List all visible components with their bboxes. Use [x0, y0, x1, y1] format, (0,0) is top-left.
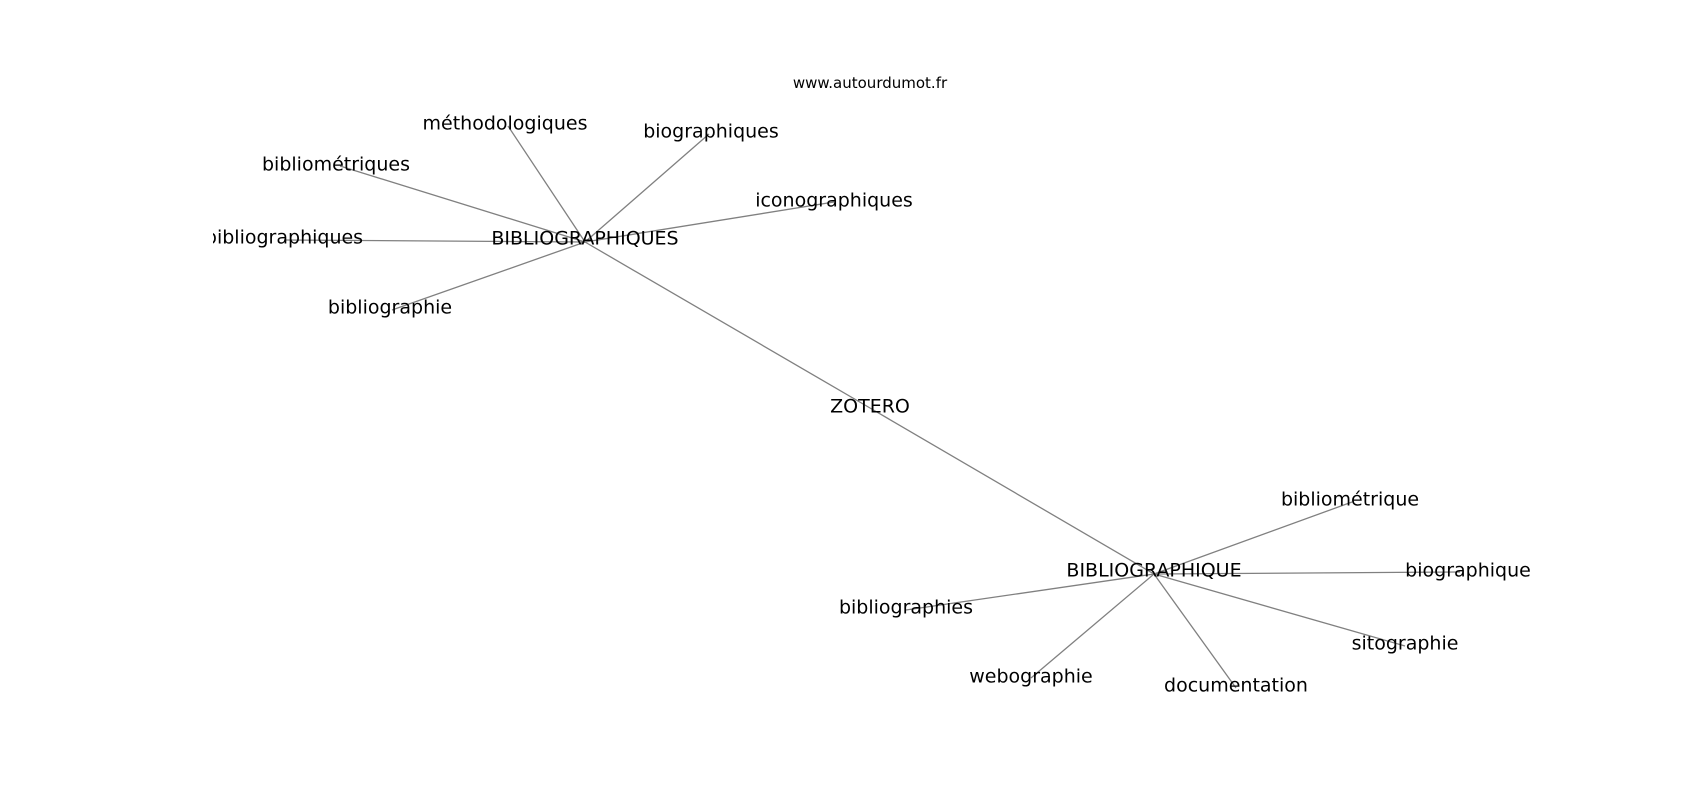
node-label-bibliographie: bibliographie: [328, 297, 452, 319]
node-label-bibliometrique: bibliométrique: [1281, 489, 1419, 511]
node-label-bibliometriques: bibliométriques: [262, 154, 410, 176]
edge-bibliographiques_hub-bibliographie: [391, 241, 586, 311]
edge-bibliographique_hub-webographie: [1030, 573, 1155, 679]
node-label-biographique: biographique: [1405, 560, 1531, 582]
edge-bibliographique_hub-bibliometrique: [1153, 501, 1353, 575]
node-label-sitographie: sitographie: [1352, 633, 1459, 655]
edges-layer: [283, 125, 1461, 689]
edge-bibliographique_hub-biographique: [1153, 571, 1461, 575]
watermark-text: www.autourdumot.fr: [793, 74, 948, 92]
edge-bibliographiques_hub-bibliographiques_leaf: [283, 239, 586, 243]
node-label-bibliographies: bibliographies: [839, 597, 973, 619]
node-label-bibliographiques-hub: BIBLIOGRAPHIQUES: [491, 228, 678, 250]
edge-bibliographiques_hub-bibliometriques: [339, 165, 586, 243]
node-label-bibliographiques-leaf: bibliographiques: [205, 227, 363, 249]
edge-bibliographique_hub-sitographie: [1153, 573, 1406, 647]
edge-bibliographique_hub-documentation: [1153, 573, 1237, 689]
node-label-biographiques: biographiques: [643, 121, 779, 143]
node-label-methodologiques: méthodologiques: [423, 113, 588, 135]
node-label-zotero: ZOTERO: [830, 396, 910, 418]
node-label-documentation: documentation: [1164, 675, 1308, 697]
node-label-bibliographique-hub: BIBLIOGRAPHIQUE: [1066, 560, 1241, 582]
edge-bibliographiques_hub-iconographiques: [584, 201, 835, 243]
labels-layer: ZOTERO BIBLIOGRAPHIQUES BIBLIOGRAPHIQUE mét…: [205, 113, 1531, 697]
edge-bibliographiques_hub-biographiques: [584, 133, 710, 243]
node-label-webographie: webographie: [969, 666, 1093, 688]
edge-bibliographiques_hub-methodologiques: [507, 125, 586, 243]
edge-zotero-bibliographique_hub: [869, 407, 1155, 575]
edge-bibliographique_hub-bibliographies: [905, 573, 1155, 611]
edge-bibliographiques_hub-zotero: [584, 241, 871, 409]
node-label-iconographiques: iconographiques: [755, 190, 913, 212]
